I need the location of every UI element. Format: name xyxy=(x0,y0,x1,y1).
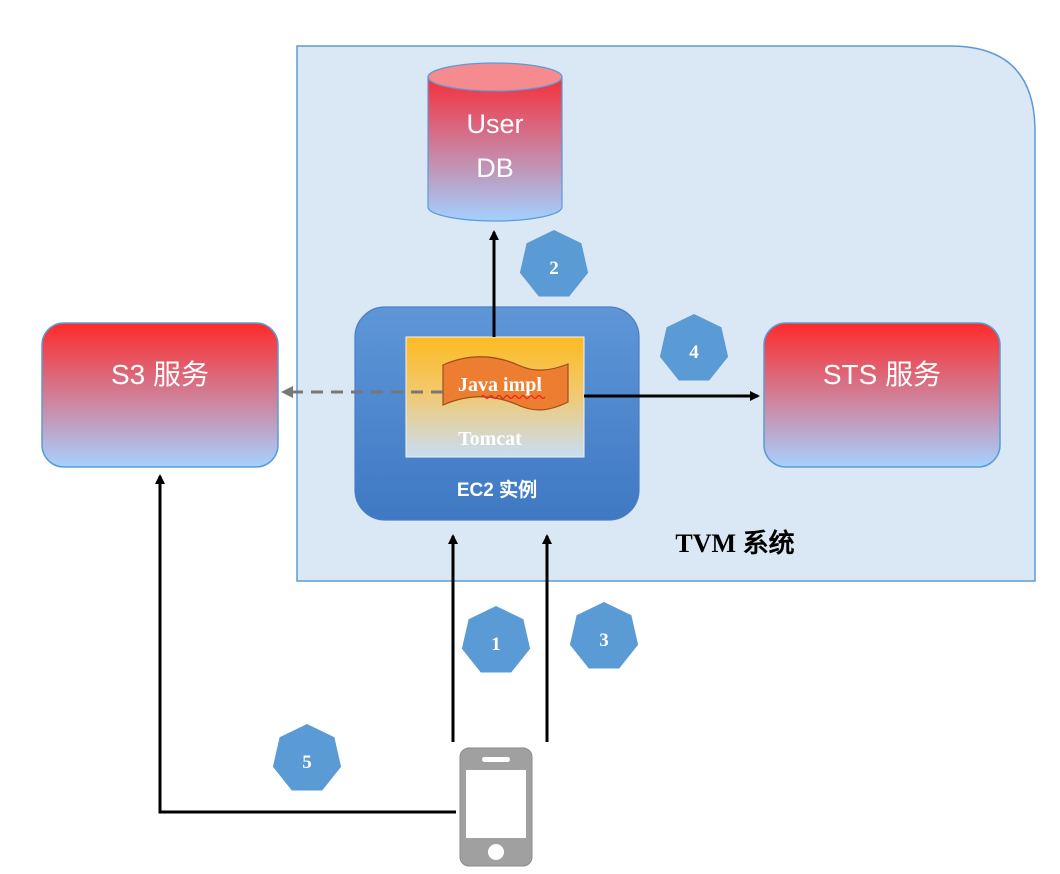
java-impl-label: Java impl xyxy=(458,374,542,396)
step-badge-2: 2 xyxy=(519,230,589,297)
tomcat-label: Tomcat xyxy=(458,428,522,450)
step-badge-4: 4 xyxy=(659,314,729,381)
step-badge-5-label: 5 xyxy=(302,752,312,773)
step-badge-4-label: 4 xyxy=(689,342,699,363)
tvm-system-label: TVM 系统 xyxy=(675,528,794,558)
arrow-device-to-s3-step5 xyxy=(155,474,456,814)
step-badge-5: 5 xyxy=(272,724,342,791)
step-badge-3-label: 3 xyxy=(599,630,609,651)
user-db-cylinder: User DB xyxy=(427,62,563,222)
java-impl-banner: Java impl xyxy=(442,356,569,411)
user-db-label-line2: DB xyxy=(476,153,514,183)
sts-service-box: STS 服务 xyxy=(763,322,1001,468)
user-db-label-line1: User xyxy=(466,109,523,139)
step-badge-2-label: 2 xyxy=(549,258,559,279)
sts-service-label: STS 服务 xyxy=(823,359,941,390)
step-badge-1: 1 xyxy=(461,606,531,673)
s3-service-box: S3 服务 xyxy=(41,322,279,468)
ec2-instance-label: EC2 实例 xyxy=(457,478,537,501)
step-badge-3: 3 xyxy=(569,602,639,669)
step-badge-1-label: 1 xyxy=(491,634,501,655)
mobile-phone-icon xyxy=(459,747,533,867)
s3-service-label: S3 服务 xyxy=(111,359,209,390)
